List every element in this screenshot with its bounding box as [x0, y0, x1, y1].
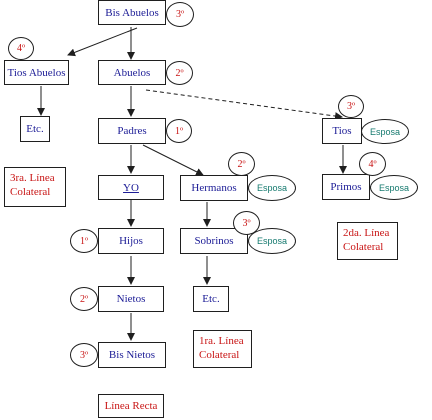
node-label: Hijos — [119, 235, 143, 247]
node-hermanos: Hermanos — [180, 175, 248, 201]
node-label: Abuelos — [113, 66, 151, 79]
node-primos: Primos — [322, 174, 370, 200]
node-label: Etc. — [202, 293, 220, 305]
node-label: Hermanos — [191, 182, 237, 194]
node-bis-nietos: Bis Nietos — [98, 342, 166, 368]
node-label: Nietos — [116, 293, 146, 305]
note-second-collateral: 2da. Línea Colateral — [337, 222, 398, 260]
node-label: YO — [123, 181, 139, 194]
degree-badge-padres: 1º — [166, 119, 192, 143]
note-line: Colateral — [10, 186, 51, 198]
node-etc-mid: Etc. — [193, 286, 229, 312]
arrow-abuelos-tios-dashed — [145, 89, 343, 121]
degree-badge-bis-abuelos: 3º — [166, 2, 194, 27]
spouse-badge-sobrinos: Esposa — [248, 228, 296, 254]
node-tios: Tios — [322, 118, 362, 144]
node-label: Tios — [332, 125, 352, 137]
degree-badge-bis-nietos: 3º — [70, 343, 98, 367]
node-etc-left: Etc. — [20, 116, 50, 142]
node-label: Tios Abuelos — [7, 66, 66, 79]
note-direct-line: Línea Recta — [98, 394, 164, 418]
node-bis-abuelos: Bis Abuelos — [98, 0, 166, 25]
note-line: Colateral — [343, 241, 384, 253]
degree-badge-hermanos: 2º — [228, 152, 255, 176]
degree-badge-hijos: 1º — [70, 229, 98, 253]
spouse-badge-hermanos: Esposa — [248, 175, 296, 201]
spouse-badge-primos: Esposa — [370, 175, 418, 200]
node-abuelos: Abuelos — [98, 60, 166, 85]
note-line: 1ra. Línea — [199, 335, 244, 347]
degree-badge-abuelos: 2º — [166, 61, 193, 85]
node-tios-abuelos: Tios Abuelos — [4, 60, 69, 85]
note-line: Línea Recta — [104, 400, 158, 412]
note-third-collateral: 3ra. Línea Colateral — [4, 167, 66, 207]
node-sobrinos: Sobrinos — [180, 228, 248, 254]
node-padres: Padres — [98, 118, 166, 144]
note-line: Colateral — [199, 349, 240, 361]
degree-badge-tios-abuelos: 4º — [8, 37, 34, 60]
node-label: Primos — [330, 181, 362, 193]
node-label: Sobrinos — [194, 235, 234, 247]
arrow-padres-hermanos — [142, 144, 204, 176]
degree-badge-tios: 3º — [338, 95, 364, 118]
node-label: Bis Abuelos — [105, 6, 159, 19]
node-yo: YO — [98, 175, 164, 200]
spouse-badge-tios: Esposa — [361, 119, 409, 144]
node-hijos: Hijos — [98, 228, 164, 254]
node-nietos: Nietos — [98, 286, 164, 312]
note-first-collateral: 1ra. Línea Colateral — [193, 330, 252, 368]
node-label: Bis Nietos — [108, 349, 156, 361]
arrow-bisabuelos-tiosabuelos — [67, 27, 138, 57]
note-line: 2da. Línea — [343, 227, 390, 239]
degree-badge-primos: 4º — [359, 152, 386, 176]
note-line: 3ra. Línea — [10, 172, 55, 184]
node-label: Padres — [117, 125, 147, 137]
degree-badge-nietos: 2º — [70, 287, 98, 311]
node-label: Etc. — [26, 123, 44, 135]
